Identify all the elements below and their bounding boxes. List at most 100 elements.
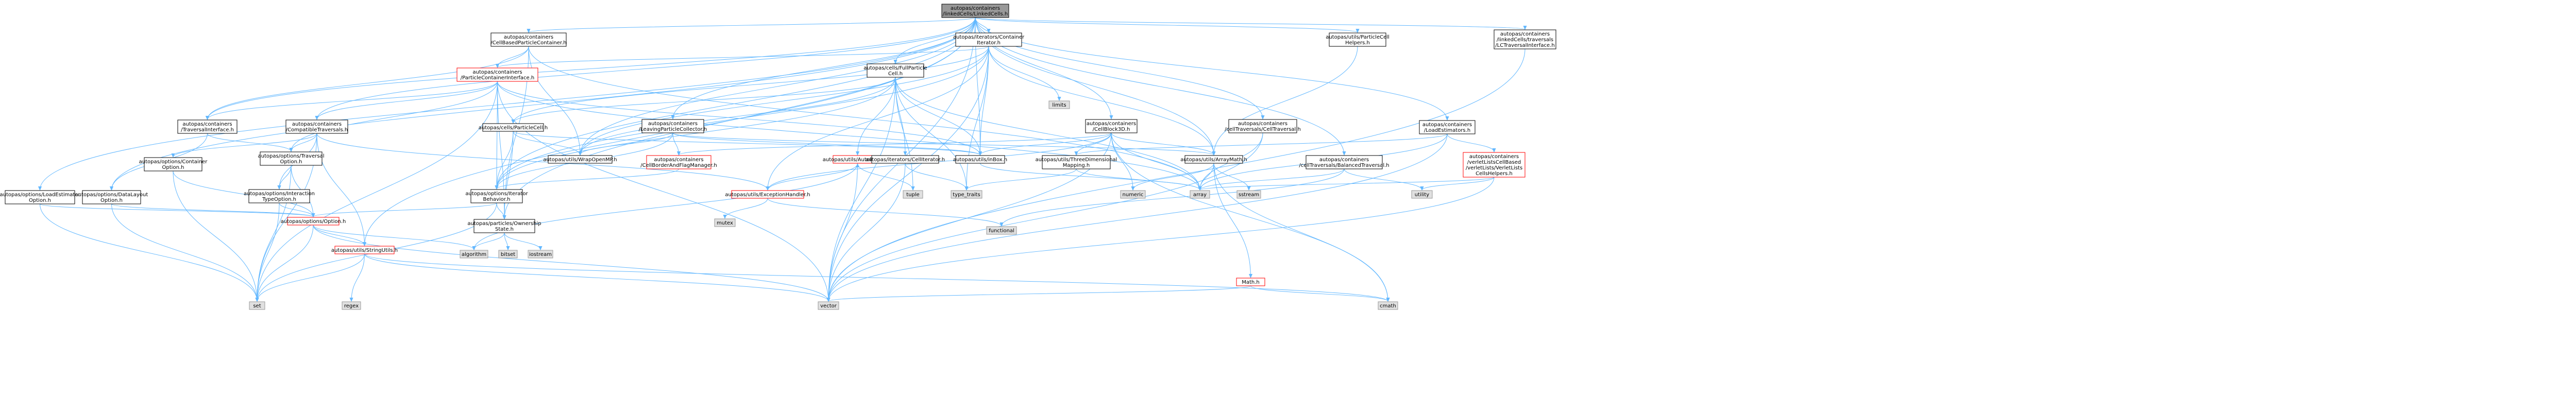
graph-node-celltraversal[interactable]: autopas/containers/cellTraversals/CellTr… bbox=[1225, 119, 1301, 133]
dependency-edge bbox=[1111, 132, 1388, 301]
dependency-edge bbox=[580, 17, 976, 155]
dependency-edge bbox=[895, 77, 967, 190]
graph-node-wrapopenmp[interactable]: autopas/utils/WrapOpenMP.h bbox=[543, 155, 617, 164]
graph-node-bitset: bitset bbox=[498, 250, 518, 259]
node-box bbox=[1419, 120, 1476, 134]
node-box bbox=[287, 217, 340, 226]
dependency-edge bbox=[828, 163, 906, 301]
node-label-line: array bbox=[1193, 192, 1207, 198]
graph-node-cbpc[interactable]: autopas/containers/CellBasedParticleCont… bbox=[490, 32, 567, 47]
graph-node-vector: vector bbox=[818, 301, 839, 310]
dependency-edge bbox=[975, 17, 1525, 29]
dependency-edge bbox=[767, 164, 858, 191]
node-label-line: autopas/containers bbox=[1087, 121, 1136, 127]
graph-node-root[interactable]: autopas/containers/linkedCells/LinkedCel… bbox=[941, 4, 1009, 18]
graph-node-lctraversalinterface[interactable]: autopas/containers/linkedCells/traversal… bbox=[1494, 29, 1556, 49]
node-label-line: autopas/containers bbox=[1469, 154, 1519, 160]
node-label-line: /ParticleContainerInterface.h bbox=[461, 75, 534, 81]
graph-node-math[interactable]: Math.h bbox=[1236, 278, 1265, 286]
dependency-edge bbox=[672, 132, 1214, 155]
graph-node-compatibletraversals[interactable]: autopas/containers/CompatibleTraversals.… bbox=[285, 119, 348, 134]
node-box bbox=[470, 189, 523, 203]
graph-node-arraymath[interactable]: autopas/utils/ArrayMath.h bbox=[1180, 155, 1247, 164]
node-box bbox=[871, 155, 939, 164]
graph-node-autopaslog[interactable]: autopas/utils/AutoPasLog.h bbox=[823, 155, 892, 164]
graph-node-regex: regex bbox=[342, 301, 361, 310]
dependency-edge bbox=[1200, 177, 1495, 190]
graph-node-leavingcollector[interactable]: autopas/containers/LeavingParticleCollec… bbox=[639, 119, 707, 133]
node-label-line: bitset bbox=[501, 252, 515, 257]
graph-node-traversalinterface[interactable]: autopas/containers/TraversalInterface.h bbox=[177, 119, 238, 134]
graph-node-cbalanced[interactable]: autopas/containers/cellTraversals/Balanc… bbox=[1299, 155, 1389, 169]
node-label-line: autopas/particles/Ownership bbox=[467, 221, 541, 227]
graph-node-sstream: sstream bbox=[1236, 190, 1261, 199]
dependency-edge bbox=[317, 81, 498, 119]
graph-node-stringutils[interactable]: autopas/utils/StringUtils.h bbox=[331, 246, 398, 254]
node-box bbox=[1048, 100, 1070, 109]
graph-node-utility: utility bbox=[1411, 190, 1433, 199]
dependency-edge bbox=[111, 203, 258, 301]
graph-node-inbox[interactable]: autopas/utils/inBox.h bbox=[953, 155, 1007, 164]
node-box bbox=[1085, 119, 1138, 133]
graph-node-celliterator[interactable]: autopas/iterators/CellIterator.h bbox=[866, 155, 945, 164]
node-label-line: iostream bbox=[529, 252, 552, 257]
node-box bbox=[1120, 190, 1146, 199]
graph-node-option[interactable]: autopas/options/Option.h bbox=[281, 217, 346, 226]
dependency-edge bbox=[351, 253, 365, 301]
graph-node-vlcellhelpers[interactable]: autopas/containers/verletListsCellBased/… bbox=[1463, 152, 1526, 178]
dependency-edge bbox=[316, 133, 768, 190]
node-box bbox=[1306, 155, 1383, 169]
node-box bbox=[955, 32, 1022, 47]
dependency-edge bbox=[173, 170, 313, 217]
node-label-line: autopas/utils/inBox.h bbox=[953, 157, 1007, 163]
node-box bbox=[285, 119, 348, 134]
node-box bbox=[1236, 278, 1265, 286]
node-label-line: /TraversalInterface.h bbox=[181, 127, 234, 133]
dependency-edge bbox=[828, 133, 1448, 301]
graph-node-loadestimators[interactable]: autopas/containers/LoadEstimators.h bbox=[1419, 120, 1476, 134]
dependency-edge bbox=[40, 203, 314, 217]
node-label-line: autopas/options/Iterator bbox=[465, 191, 528, 197]
graph-node-pcinterface[interactable]: autopas/containers/ParticleContainerInte… bbox=[456, 67, 538, 82]
node-label-line: functional bbox=[989, 228, 1014, 234]
node-box bbox=[1411, 190, 1433, 199]
graph-node-numeric: numeric bbox=[1120, 190, 1146, 199]
dependency-edge bbox=[513, 77, 896, 123]
dependency-edge bbox=[767, 198, 1002, 226]
dependency-edge bbox=[528, 46, 1200, 190]
node-label-line: autopas/utils/AutoPasLog.h bbox=[823, 157, 892, 163]
node-label-line: algorithm bbox=[462, 252, 486, 257]
dependency-edge bbox=[498, 46, 989, 67]
node-label-line: autopas/containers bbox=[504, 35, 553, 40]
node-label-line: Helpers.h bbox=[1345, 40, 1370, 46]
node-box bbox=[528, 250, 553, 259]
dependency-edge bbox=[828, 177, 1495, 301]
dependency-edge bbox=[672, 132, 980, 155]
node-label-line: autopas/containers bbox=[1500, 31, 1550, 37]
dependency-edge bbox=[975, 17, 1344, 155]
graph-node-exceptionhandler[interactable]: autopas/utils/ExceptionHandler.h bbox=[725, 190, 810, 199]
node-box bbox=[986, 226, 1017, 235]
graph-node-particlecell[interactable]: autopas/cells/ParticleCell.h bbox=[479, 123, 548, 132]
node-box bbox=[714, 218, 736, 227]
dependency-edge bbox=[1111, 132, 1214, 155]
node-label-line: autopas/utils/WrapOpenMP.h bbox=[543, 157, 617, 163]
graph-node-cellborderflag[interactable]: autopas/containers/CellBorderAndFlagMana… bbox=[640, 155, 717, 169]
node-label-line: Behavior.h bbox=[483, 197, 510, 202]
node-box bbox=[498, 250, 518, 259]
dependency-edge bbox=[313, 225, 828, 301]
dependency-edge bbox=[257, 202, 280, 301]
graph-node-cellblock3d[interactable]: autopas/containers/CellBlock3D.h bbox=[1085, 119, 1138, 133]
